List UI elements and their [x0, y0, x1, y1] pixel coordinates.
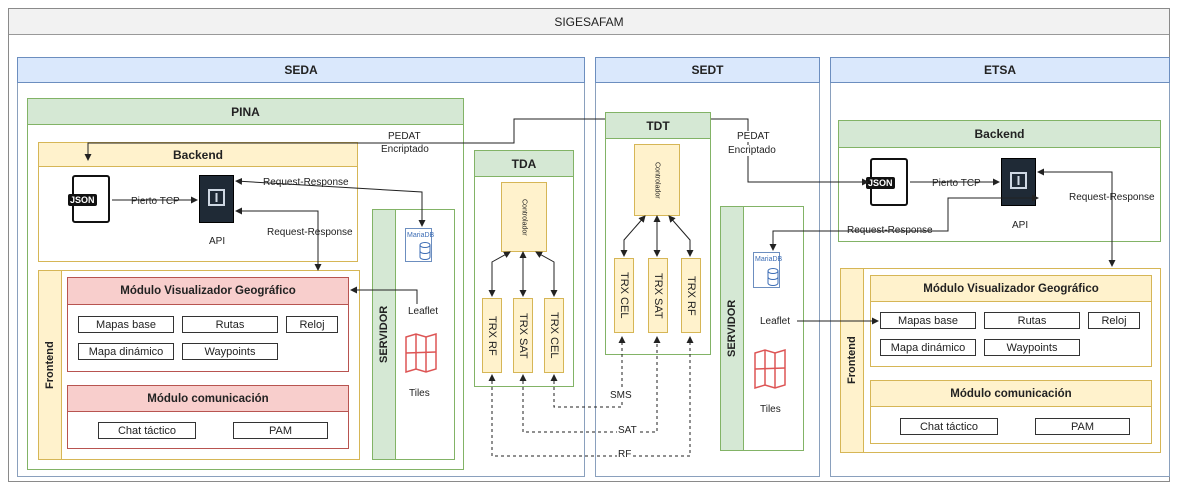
- pedat-left-label-line1: PEDAT: [387, 131, 422, 142]
- pedat-right-label-line2: Encriptado: [727, 145, 777, 156]
- pina-item-mapas-base: Mapas base: [78, 316, 174, 333]
- etsa-item-mapa-dinamico: Mapa dinámico: [880, 339, 976, 356]
- etsa-comunicacion-header: Módulo comunicación: [870, 380, 1152, 407]
- database-icon: MariaDB: [753, 252, 783, 288]
- etsa-header: ETSA: [830, 57, 1170, 83]
- tcp-port-label: Pierto TCP: [931, 178, 982, 189]
- pina-item-mapa-dinamico: Mapa dinámico: [78, 343, 174, 360]
- rf-link: [488, 336, 694, 457]
- etsa-backend-header: Backend: [838, 120, 1161, 148]
- etsa-item-reloj: Reloj: [1088, 312, 1140, 329]
- etsa-item-waypoints: Waypoints: [984, 339, 1080, 356]
- database-icon: MariaDB: [405, 228, 435, 262]
- api-icon: [199, 175, 234, 223]
- tdt-controller: Controlador: [634, 144, 680, 216]
- rf-label: RF: [617, 449, 633, 460]
- cylinder-glyph: [419, 242, 431, 260]
- pedat-left-label-line2: Encriptado: [380, 144, 430, 155]
- api-glyph: [208, 189, 225, 206]
- etsa-item-pam: PAM: [1035, 418, 1130, 435]
- tcp-port-label: Pierto TCP: [130, 196, 181, 207]
- json-label: JSON: [866, 177, 895, 189]
- pina-leaflet-connector: [350, 286, 418, 304]
- pina-item-rutas: Rutas: [182, 316, 278, 333]
- diagram-title: SIGESAFAM: [9, 9, 1169, 35]
- tdt-trx-cel: TRX CEL: [614, 258, 634, 333]
- pina-item-chat-tactico: Chat táctico: [98, 422, 196, 439]
- pina-item-waypoints: Waypoints: [182, 343, 278, 360]
- pedat-left-connector: [84, 118, 605, 161]
- seda-header: SEDA: [17, 57, 585, 83]
- pina-item-pam: PAM: [233, 422, 328, 439]
- etsa-item-rutas: Rutas: [984, 312, 1080, 329]
- tiles-map-icon: [405, 333, 437, 373]
- database-label: MariaDB: [407, 232, 435, 239]
- json-label: JSON: [68, 194, 97, 206]
- pina-visualizador-header: Módulo Visualizador Geográfico: [67, 277, 349, 305]
- leaflet-label: Leaflet: [408, 306, 439, 317]
- api-label: API: [209, 236, 226, 247]
- tda-header: TDA: [474, 150, 574, 177]
- tiles-label: Tiles: [409, 388, 430, 399]
- json-file-icon: JSON: [68, 175, 110, 223]
- etsa-request-response-db: [769, 194, 1039, 251]
- tdt-header: TDT: [605, 112, 711, 139]
- leaflet-label: Leaflet: [760, 316, 791, 327]
- cylinder-glyph: [767, 268, 779, 286]
- tdt-trx-rf: TRX RF: [681, 258, 701, 333]
- etsa-item-chat-tactico: Chat táctico: [900, 418, 998, 435]
- etsa-visualizador-header: Módulo Visualizador Geográfico: [870, 275, 1152, 302]
- pina-item-reloj: Reloj: [286, 316, 338, 333]
- tiles-map-icon: [754, 349, 786, 389]
- pina-request-response-front: [235, 207, 322, 271]
- tda-controller: Controlador: [501, 182, 547, 252]
- tiles-label: Tiles: [760, 404, 781, 415]
- etsa-item-mapas-base: Mapas base: [880, 312, 976, 329]
- sat-link: [519, 336, 661, 433]
- pedat-right-label-line1: PEDAT: [736, 131, 771, 142]
- sms-label: SMS: [609, 390, 633, 401]
- pina-comunicacion-header: Módulo comunicación: [67, 385, 349, 412]
- api-glyph: [1010, 172, 1027, 189]
- tdt-trx-sat: TRX SAT: [648, 258, 668, 333]
- sat-label: SAT: [617, 425, 638, 436]
- database-label: MariaDB: [755, 256, 783, 263]
- pina-request-response-db: [235, 177, 426, 227]
- sedt-header: SEDT: [595, 57, 820, 83]
- pina-header: PINA: [27, 98, 464, 125]
- etsa-request-response-front: [1037, 168, 1116, 267]
